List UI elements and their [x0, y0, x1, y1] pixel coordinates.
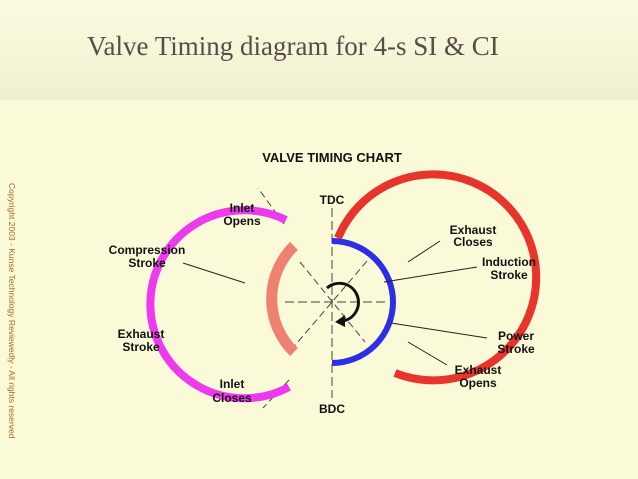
rotation-arrowhead-icon: [335, 315, 345, 327]
diagonal-axis-b: [299, 261, 366, 343]
induction-stroke-label-2: Stroke: [490, 268, 528, 282]
exhaust-closes-label-2: Closes: [453, 235, 493, 249]
exhaust-stroke-label-2: Stroke: [122, 340, 160, 354]
exhaust-opens-label-1: Exhaust: [455, 363, 502, 377]
induction-stroke-label-1: Induction: [482, 255, 536, 269]
slide-header: [0, 0, 638, 100]
power-stroke-arc: [331, 238, 396, 366]
diagonal-axis-a: [290, 253, 374, 351]
bdc-label: BDC: [319, 402, 345, 416]
slide-title: Valve Timing diagram for 4-s SI & CI: [87, 31, 499, 61]
inlet-closes-line: [262, 379, 290, 409]
exhaust-closes-label-1: Exhaust: [450, 223, 497, 237]
inlet-opens-line: [257, 187, 285, 225]
exhaust-valve-arc: [334, 170, 541, 385]
inlet-closes-label-1: Inlet: [220, 377, 245, 391]
induction-leader: [383, 266, 478, 283]
compression-stroke-label-1: Compression: [109, 243, 186, 257]
power-stroke-label-1: Power: [498, 329, 534, 343]
rotation-arrow-icon: [326, 281, 360, 323]
power-stroke-label-2: Stroke: [497, 342, 535, 356]
exhaust-opens-label-2: Opens: [459, 376, 497, 390]
compression-stroke-arc: [266, 242, 298, 356]
power-leader: [390, 322, 488, 339]
exhaust-closes-leader: [407, 240, 441, 263]
compression-stroke-label-2: Stroke: [128, 256, 166, 270]
inlet-opens-label-2: Opens: [223, 214, 261, 228]
compression-leader: [182, 262, 246, 284]
exhaust-opens-leader: [407, 341, 448, 366]
exhaust-stroke-label-1: Exhaust: [118, 327, 165, 341]
chart-heading: VALVE TIMING CHART: [262, 150, 402, 165]
inlet-closes-label-2: Closes: [212, 391, 252, 405]
tdc-label: TDC: [320, 193, 345, 207]
inlet-valve-arc: [146, 206, 291, 403]
inlet-opens-label-1: Inlet: [230, 201, 255, 215]
